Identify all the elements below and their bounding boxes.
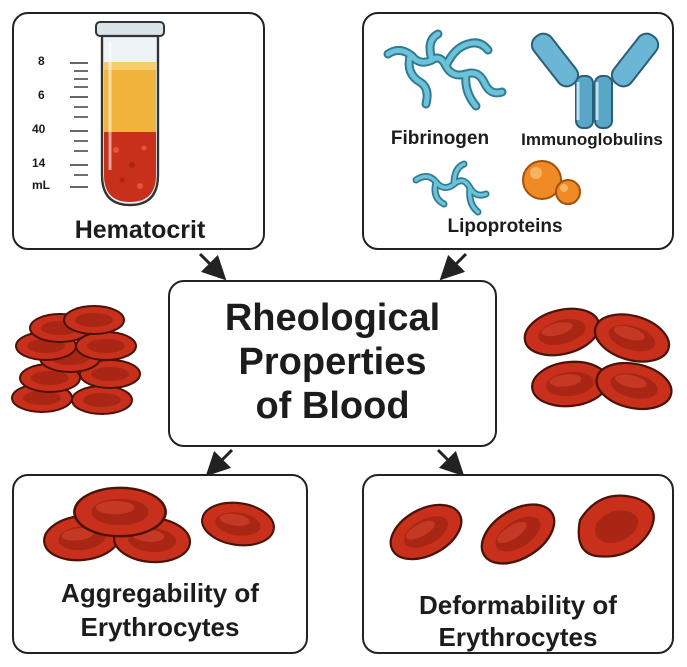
hematocrit-label: Hematocrit — [74, 216, 206, 244]
deformability-line1: Deformability of — [419, 590, 617, 620]
scale-label: mL — [32, 178, 50, 192]
scale-ticks — [70, 62, 88, 188]
lipoproteins-label: Lipoproteins — [447, 216, 563, 237]
lipoprotein-fibril-icon — [412, 160, 490, 216]
center-box — [168, 280, 497, 447]
fibrinogen-label: Fibrinogen — [390, 128, 490, 149]
deformability-line2: Erythrocytes — [438, 622, 598, 652]
scale-label: 8 — [38, 54, 45, 68]
center-title-line3: of Blood — [255, 385, 410, 427]
aggregability-line1: Aggregability of — [61, 578, 259, 608]
fibrinogen-icon — [383, 29, 507, 111]
plasma-proteins-box — [362, 12, 674, 250]
immunoglobulins-label: Immunoglobulins — [521, 130, 663, 149]
scale-label: 6 — [38, 88, 45, 102]
center-title-line1: Rheological — [224, 297, 441, 339]
scale-label: 14 — [32, 156, 46, 170]
lipoprotein-particle-icon — [522, 160, 581, 205]
scale-label: 40 — [32, 122, 46, 136]
test-tube-icon — [95, 21, 165, 207]
center-title-line2: Properties — [238, 341, 427, 383]
aggregability-line2: Erythrocytes — [80, 612, 240, 642]
antibody-icon — [530, 32, 660, 129]
measurement-scale: 8 6 40 14 mL — [32, 52, 92, 202]
